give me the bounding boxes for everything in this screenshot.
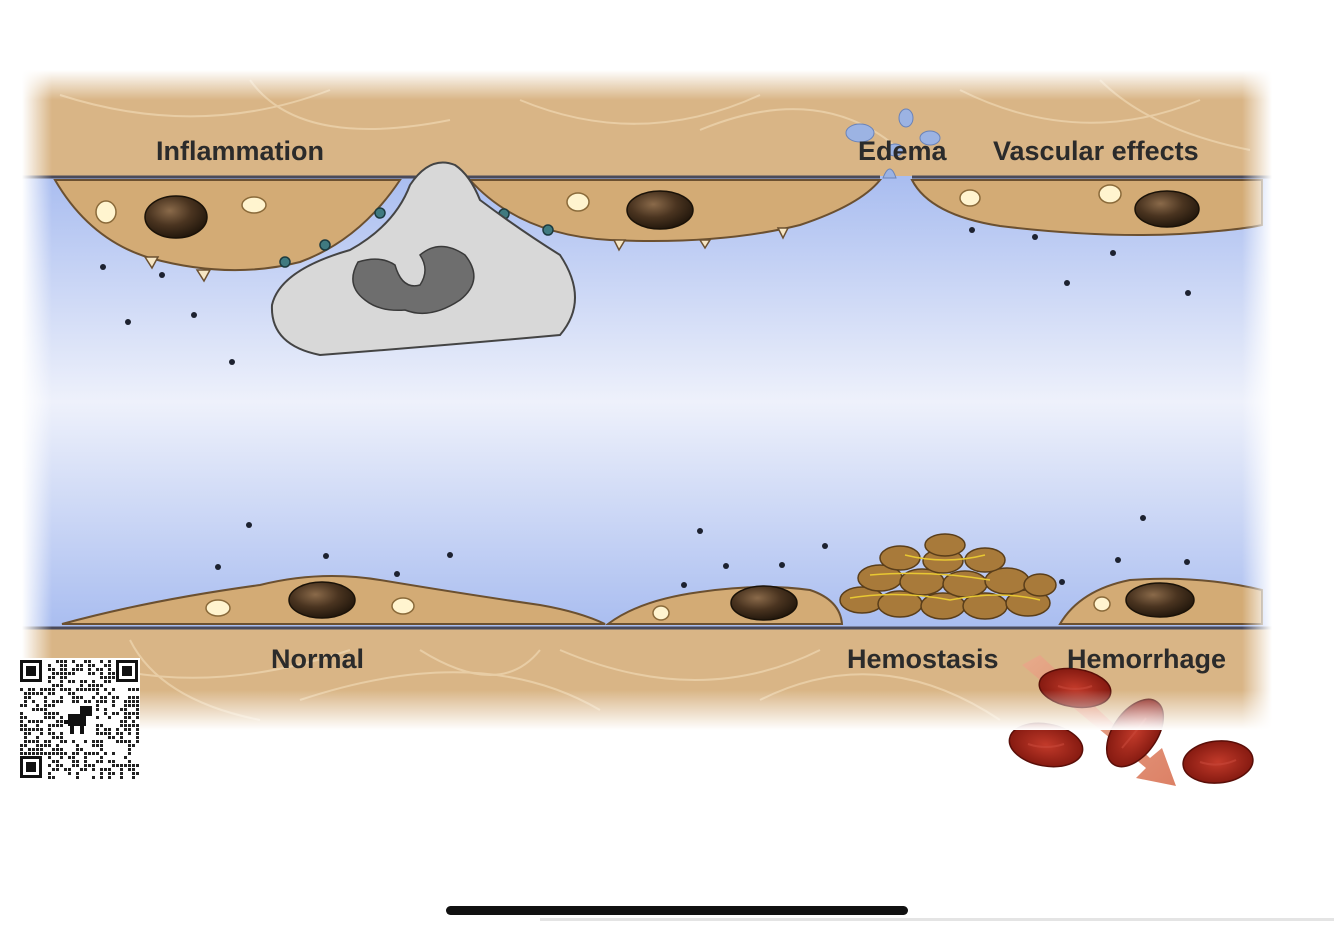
label-inflammation: Inflammation xyxy=(156,136,324,166)
dinosaur-icon xyxy=(64,706,92,734)
adhesion-molecules xyxy=(279,207,554,268)
neutrophil-nucleus xyxy=(352,245,475,315)
edema-droplets xyxy=(845,108,941,179)
label-edema: Edema xyxy=(858,136,948,166)
cell-granules xyxy=(95,184,1122,621)
cell-nuclei xyxy=(144,190,1200,621)
lumen-molecules xyxy=(100,227,1191,588)
home-indicator[interactable] xyxy=(446,906,908,915)
qr-code-icon[interactable] xyxy=(18,658,140,780)
scroll-divider xyxy=(540,918,1334,921)
red-blood-cell-dimples xyxy=(1027,685,1237,766)
label-normal: Normal xyxy=(271,644,364,674)
label-hemostasis: Hemostasis xyxy=(847,644,999,674)
fibrin-strands xyxy=(849,554,1041,601)
label-vascular-effects: Vascular effects xyxy=(993,136,1199,166)
label-hemorrhage: Hemorrhage xyxy=(1067,644,1226,674)
cell-projections xyxy=(143,227,790,283)
